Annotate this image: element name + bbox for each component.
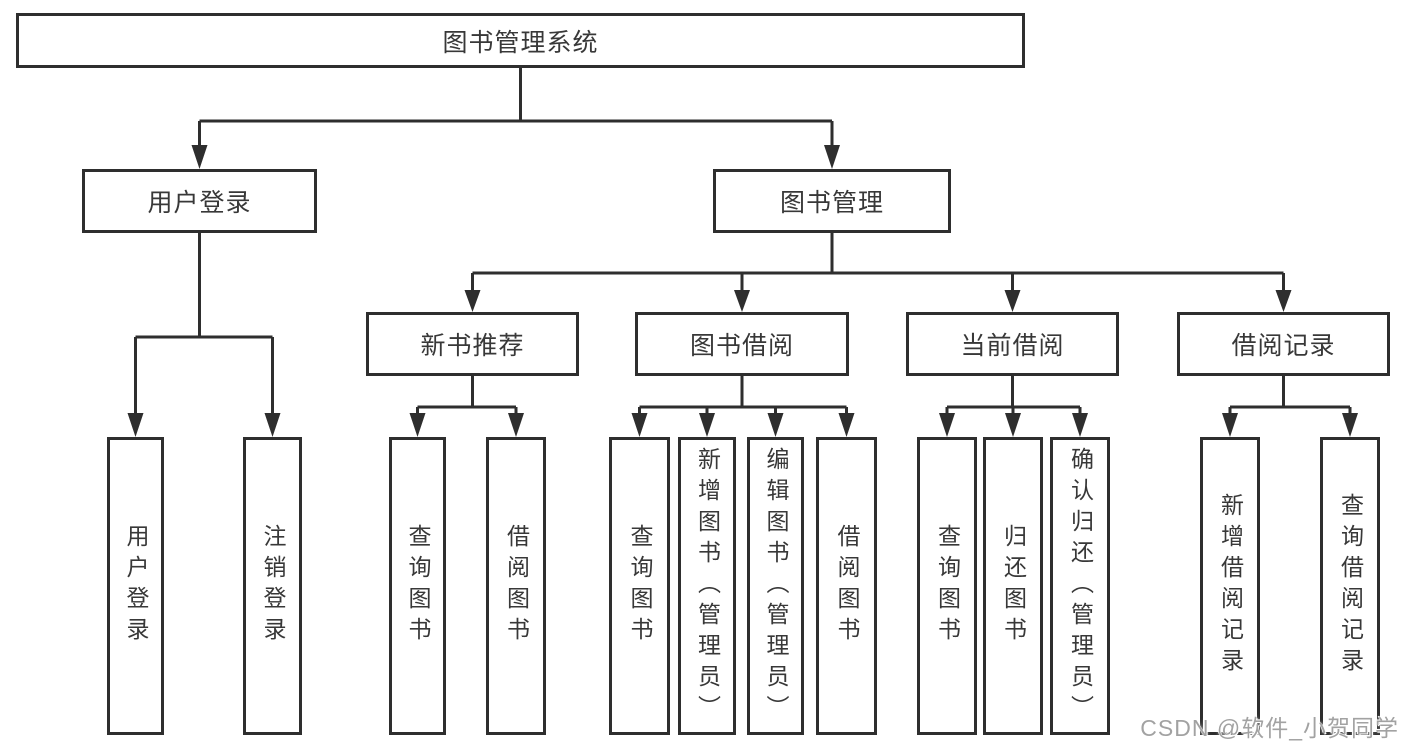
leaf-query-books-current: 查询图书: [917, 437, 977, 735]
node-book-management: 图书管理: [713, 169, 951, 233]
node-new-book-recommendation: 新书推荐: [366, 312, 579, 376]
leaf-add-books-admin: 新增图书（管理员）: [678, 437, 736, 735]
node-borrowing-records: 借阅记录: [1177, 312, 1390, 376]
node-library-management-system: 图书管理系统: [16, 13, 1025, 68]
leaf-confirm-return-admin: 确认归还（管理员）: [1050, 437, 1110, 735]
leaf-query-borrow-record: 查询借阅记录: [1320, 437, 1380, 735]
leaf-edit-books-admin: 编辑图书（管理员）: [747, 437, 804, 735]
leaf-user-login: 用户登录: [107, 437, 164, 735]
leaf-return-books: 归还图书: [983, 437, 1043, 735]
leaf-logout: 注销登录: [243, 437, 302, 735]
leaf-query-books-recommend: 查询图书: [389, 437, 446, 735]
leaf-borrow-books-borrowing: 借阅图书: [816, 437, 877, 735]
node-user-login: 用户登录: [82, 169, 317, 233]
leaf-query-books-borrowing: 查询图书: [609, 437, 670, 735]
leaf-borrow-books-recommend: 借阅图书: [486, 437, 546, 735]
leaf-add-borrow-record: 新增借阅记录: [1200, 437, 1260, 735]
csdn-watermark: CSDN @软件_小贺同学: [1140, 715, 1399, 741]
node-book-borrowing: 图书借阅: [635, 312, 849, 376]
node-current-borrowing: 当前借阅: [906, 312, 1119, 376]
